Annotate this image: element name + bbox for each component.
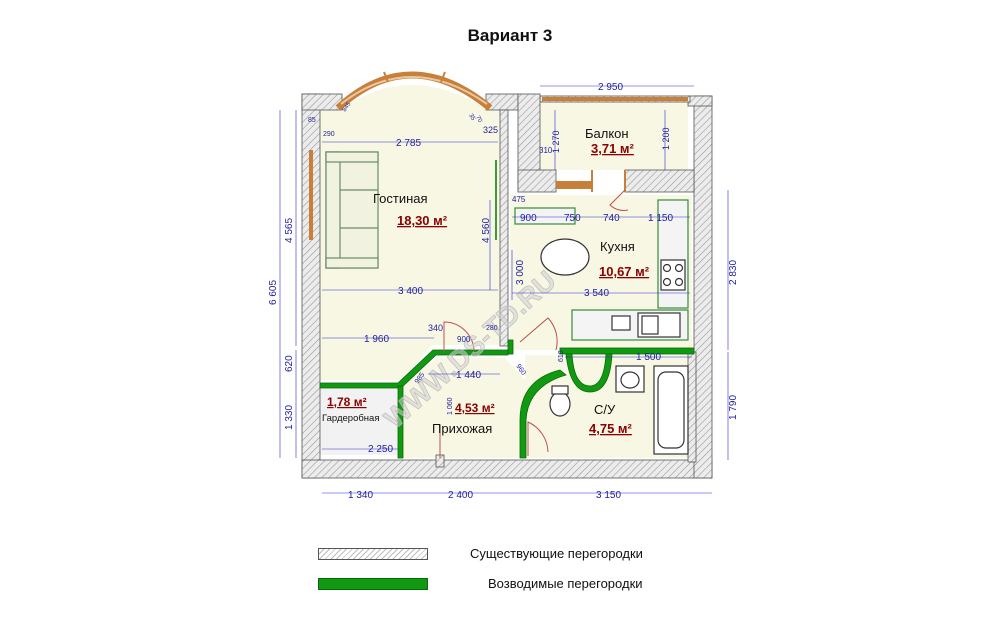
dim-325: 325 bbox=[483, 125, 498, 135]
wall-top-mid bbox=[485, 93, 519, 111]
wardrobe-area: 1,78 м² bbox=[327, 395, 367, 409]
balcony-floor bbox=[540, 100, 688, 170]
living-room-name: Гостиная bbox=[373, 191, 428, 206]
new-wall-swatch bbox=[318, 578, 428, 590]
wall-top-left bbox=[301, 93, 343, 111]
dim-3000: 3 000 bbox=[515, 260, 526, 285]
stove bbox=[660, 259, 686, 291]
hall-name: Прихожая bbox=[432, 421, 492, 436]
existing-wall-swatch bbox=[318, 548, 428, 560]
legend-existing: Существующие перегородки bbox=[318, 546, 838, 562]
existing-walls bbox=[301, 93, 713, 479]
living-room-area: 18,30 м² bbox=[397, 213, 448, 228]
balcony-name: Балкон bbox=[585, 126, 629, 141]
bath-area: 4,75 м² bbox=[589, 421, 633, 436]
dim-900-b: 900 bbox=[520, 213, 537, 224]
bath-curved-wall bbox=[519, 369, 567, 459]
legend-existing-label: Существующие перегородки bbox=[470, 546, 643, 561]
wall-bath-right bbox=[687, 351, 697, 463]
kitchen-sink bbox=[637, 312, 681, 338]
bath-name: С/У bbox=[594, 402, 616, 417]
dim-280: 280 bbox=[486, 325, 498, 332]
dim-1270: 1 270 bbox=[551, 130, 561, 153]
dim-3150: 3 150 bbox=[596, 490, 621, 501]
dim-340: 340 bbox=[428, 323, 443, 333]
dim-70: 70 bbox=[474, 115, 483, 124]
wall-right bbox=[693, 95, 713, 479]
doors bbox=[439, 189, 629, 458]
sofa bbox=[325, 151, 379, 269]
kitchen-name: Кухня bbox=[600, 239, 635, 254]
wall-living-kitchen bbox=[499, 109, 509, 347]
dim-1790: 1 790 bbox=[728, 395, 739, 420]
dim-1340: 1 340 bbox=[348, 490, 373, 501]
room-labels: Гостиная 18,30 м² Балкон 3,71 м² Кухня 1… bbox=[322, 126, 650, 436]
hall-right-partition bbox=[507, 339, 514, 355]
dim-475: 475 bbox=[512, 195, 526, 204]
toilet bbox=[549, 391, 571, 417]
new-walls bbox=[319, 339, 695, 459]
dim-610: 610 bbox=[558, 350, 565, 362]
dim-845: 845 bbox=[342, 101, 353, 113]
dim-3540: 3 540 bbox=[584, 288, 609, 299]
wall-kitchen-top bbox=[517, 169, 557, 193]
kitchen-area: 10,67 м² bbox=[599, 264, 650, 279]
dimension-texts: 2 950 2 785 3 400 1 960 340 900 900 750 … bbox=[308, 82, 673, 501]
balcony-door[interactable] bbox=[609, 189, 629, 211]
dim-2830: 2 830 bbox=[728, 260, 739, 285]
dim-1060: 1 060 bbox=[447, 397, 454, 415]
dim-900-a: 900 bbox=[457, 335, 471, 344]
dim-1200: 1 200 bbox=[661, 127, 671, 150]
kitchen-counter-top bbox=[514, 207, 576, 225]
bath-top-partition bbox=[559, 347, 695, 355]
dim-4560: 4 560 bbox=[481, 218, 492, 243]
dim-1150: 1 150 bbox=[648, 213, 673, 224]
hall-area: 4,53 м² bbox=[455, 401, 495, 415]
bay-window bbox=[335, 71, 493, 111]
wardrobe-right-partition bbox=[397, 385, 404, 459]
dim-2400: 2 400 bbox=[448, 490, 473, 501]
windows bbox=[309, 97, 688, 240]
bath-fixtures bbox=[549, 365, 689, 455]
dim-1330: 1 330 bbox=[284, 405, 295, 430]
kitchen-furniture bbox=[514, 199, 689, 341]
bay-floor bbox=[340, 85, 488, 110]
dim-6605: 6 605 bbox=[268, 280, 279, 305]
dim-1500: 1 500 bbox=[636, 352, 661, 363]
wall-bottom bbox=[301, 459, 713, 479]
dim-1960: 1 960 bbox=[364, 334, 389, 345]
balcony-area: 3,71 м² bbox=[591, 141, 635, 156]
dim-740: 740 bbox=[603, 213, 620, 224]
wardrobe-name: Гардеробная bbox=[322, 413, 379, 424]
dim-1440: 1 440 bbox=[456, 370, 481, 381]
vertical-dimension-texts: 6 605 4 565 620 1 330 2 830 1 790 4 560 … bbox=[268, 127, 739, 430]
wall-kitchen-top-right bbox=[624, 169, 695, 193]
dim-2250: 2 250 bbox=[368, 444, 393, 455]
living-door[interactable] bbox=[443, 321, 475, 353]
dim-2950: 2 950 bbox=[598, 82, 623, 93]
dim-620: 620 bbox=[284, 355, 295, 372]
dim-85: 85 bbox=[308, 117, 316, 124]
dim-310: 310 bbox=[539, 146, 553, 155]
dim-2785: 2 785 bbox=[396, 138, 421, 149]
dining-table bbox=[540, 238, 590, 276]
wardrobe-partition bbox=[319, 349, 509, 389]
hall-floor bbox=[400, 358, 530, 458]
legend-new-label: Возводимые перегородки bbox=[488, 576, 643, 591]
dim-750: 750 bbox=[564, 213, 581, 224]
kitchen-door[interactable] bbox=[519, 317, 558, 351]
niche-partition bbox=[565, 353, 613, 393]
dim-35: 35 bbox=[467, 113, 476, 122]
entrance-door[interactable] bbox=[527, 421, 549, 456]
plan-title: Вариант 3 bbox=[467, 26, 553, 45]
dimension-lines bbox=[279, 85, 729, 494]
wardrobe-floor bbox=[320, 385, 398, 455]
dim-4565: 4 565 bbox=[284, 218, 295, 243]
dim-290: 290 bbox=[323, 131, 335, 138]
legend-new: Возводимые перегородки bbox=[318, 576, 838, 592]
wall-right-top bbox=[687, 95, 713, 107]
dim-3400: 3 400 bbox=[398, 286, 423, 297]
